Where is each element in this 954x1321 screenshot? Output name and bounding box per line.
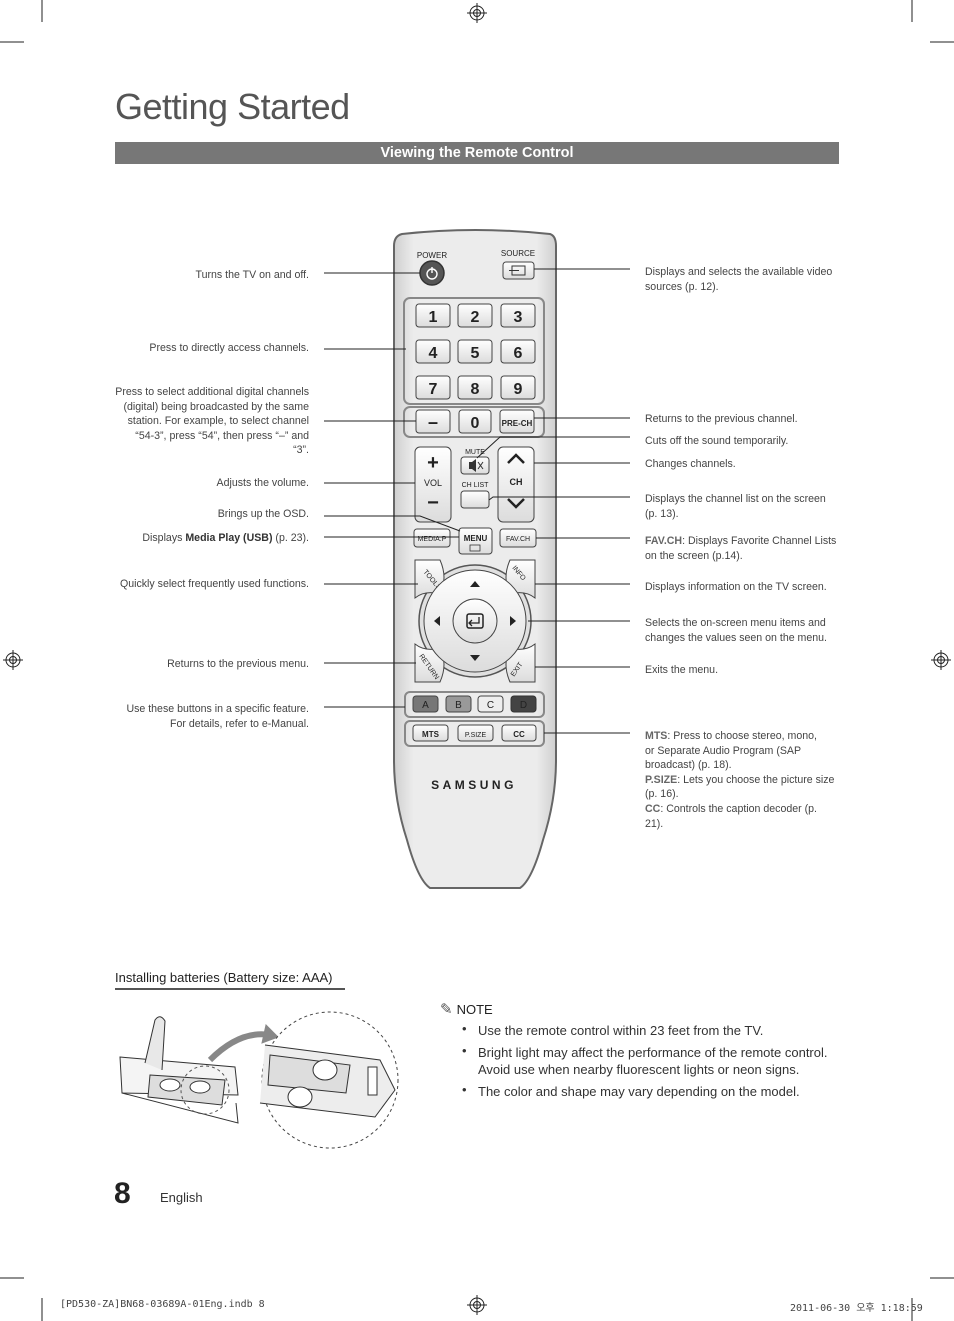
- label-mts-psize-cc: MTS: Press to choose stereo, mono, or Se…: [645, 730, 835, 830]
- color-button-b: [445, 695, 472, 713]
- color-button-d: [510, 695, 537, 713]
- digit-button-9: [500, 375, 536, 400]
- svg-text:D: D: [520, 700, 527, 711]
- color-button-c: [477, 695, 504, 713]
- svg-text:B: B: [455, 700, 462, 711]
- svg-text:0: 0: [471, 415, 480, 432]
- label-return: Returns to the previous menu.: [167, 658, 309, 670]
- registration-mark-right: [931, 650, 951, 670]
- prech-button: [499, 409, 535, 434]
- page-language: English: [160, 1190, 203, 1205]
- mediap-button: [413, 528, 451, 548]
- digit-button-1: [415, 303, 451, 328]
- note-list: Use the remote control within 23 feet fr…: [462, 1020, 832, 1105]
- label-mute: Cuts off the sound temporarily.: [645, 435, 789, 447]
- svg-text:VOL: VOL: [424, 478, 442, 488]
- digit-label: 2: [471, 309, 480, 326]
- digit-label: 8: [471, 381, 480, 398]
- label-navigation: Selects the on-screen menu items and cha…: [645, 617, 827, 644]
- svg-text:MENU: MENU: [464, 534, 488, 543]
- svg-text:+: +: [427, 452, 439, 474]
- note-heading: ✎NOTE: [440, 1001, 493, 1018]
- registration-mark-top: [467, 3, 487, 23]
- page-number: 8: [114, 1177, 131, 1210]
- digit-button-6: [500, 339, 536, 364]
- label-chlist: Displays the channel list on the screen …: [645, 493, 826, 520]
- digit-button-8: [457, 375, 493, 400]
- label-prech: Returns to the previous channel.: [645, 413, 798, 425]
- digit-label: 6: [514, 345, 523, 362]
- list-item: Bright light may affect the performance …: [462, 1042, 832, 1078]
- volume-rocker: [414, 446, 452, 523]
- label-osd: Brings up the OSD.: [217, 508, 309, 520]
- channel-rocker: [497, 446, 535, 523]
- label-dash: Press to select additional digital chann…: [115, 386, 309, 457]
- svg-text:CH: CH: [510, 477, 523, 487]
- callout-lines-left: [324, 272, 461, 708]
- svg-text:A: A: [422, 700, 429, 711]
- svg-text:–: –: [428, 412, 438, 432]
- cc-button: [501, 724, 537, 742]
- digit-button-7: [415, 375, 451, 400]
- mute-icon: [469, 459, 476, 472]
- svg-text:PRE-CH: PRE-CH: [502, 419, 533, 428]
- section-heading: Viewing the Remote Control: [115, 142, 839, 164]
- registration-mark-bottom: [467, 1295, 487, 1315]
- digit-button-4: [415, 339, 451, 364]
- psize-button: [457, 724, 494, 742]
- samsung-logo: SAMSUNG: [431, 778, 517, 792]
- power-label: POWER: [417, 251, 447, 260]
- digit-button-5: [457, 339, 493, 364]
- label-media-play: Displays Media Play (USB) (p. 23).: [142, 532, 309, 544]
- label-color-buttons: Use these buttons in a specific feature.…: [126, 703, 309, 730]
- svg-text:CH LIST: CH LIST: [462, 482, 490, 489]
- registration-mark-left: [3, 650, 23, 670]
- svg-text:P.SIZE: P.SIZE: [465, 732, 487, 739]
- note-icon: ✎: [440, 1001, 453, 1018]
- list-item: Use the remote control within 23 feet fr…: [462, 1020, 832, 1039]
- digit-label: 1: [429, 309, 438, 326]
- label-tools: Quickly select frequently used functions…: [119, 578, 309, 590]
- list-item: The color and shape may vary depending o…: [462, 1081, 832, 1100]
- chlist-button: [460, 490, 490, 509]
- callout-lines-right: [476, 268, 630, 734]
- svg-text:MEDIA.P: MEDIA.P: [418, 536, 447, 543]
- digit-label: 4: [429, 345, 438, 362]
- label-exit: Exits the menu.: [645, 664, 719, 676]
- menu-button: [458, 527, 493, 555]
- label-power: Turns the TV on and off.: [195, 269, 309, 281]
- source-label: SOURCE: [501, 249, 535, 258]
- color-button-a: [412, 695, 439, 713]
- svg-text:MUTE: MUTE: [465, 449, 485, 456]
- label-source: Displays and selects the available video…: [645, 266, 833, 293]
- digit-label: 9: [514, 381, 523, 398]
- digit-label: 7: [429, 381, 438, 398]
- svg-text:MTS: MTS: [422, 730, 440, 739]
- footer-file: [PD530-ZA]BN68-03689A-01Eng.indb 8: [60, 1299, 265, 1310]
- label-ch: Changes channels.: [645, 458, 736, 470]
- label-volume: Adjusts the volume.: [216, 477, 309, 489]
- battery-heading: Installing batteries (Battery size: AAA): [115, 970, 345, 990]
- svg-text:CC: CC: [513, 730, 525, 739]
- footer-timestamp: 2011-06-30 오후 1:18:59: [790, 1303, 923, 1314]
- svg-text:FAV.CH: FAV.CH: [506, 536, 530, 543]
- digit-label: 5: [471, 345, 480, 362]
- digit-label: 3: [514, 309, 523, 326]
- svg-text:−: −: [427, 492, 439, 514]
- svg-text:C: C: [487, 700, 494, 711]
- digit-button-2: [457, 303, 493, 328]
- page-title: Getting Started: [115, 86, 350, 127]
- mts-button: [412, 724, 449, 742]
- label-channels: Press to directly access channels.: [149, 342, 309, 354]
- zero-button: [458, 409, 492, 434]
- label-favch: FAV.CH: Displays Favorite Channel Lists …: [645, 535, 837, 562]
- enter-icon: [466, 613, 484, 629]
- enter-button: [452, 598, 498, 644]
- number-pad: 1 2 3 4 5 6 7 8 9: [415, 303, 536, 400]
- digit-button-3: [500, 303, 536, 328]
- label-info: Displays information on the TV screen.: [645, 581, 827, 593]
- battery-illustration: [119, 1011, 399, 1149]
